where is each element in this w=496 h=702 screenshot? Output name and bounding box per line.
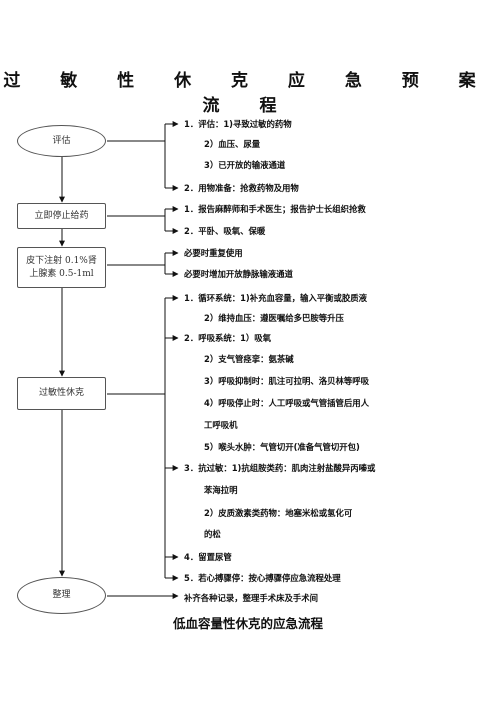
assess-item-4: 2．用物准备：抢救药物及用物 (184, 183, 299, 193)
node-assess-label: 评估 (52, 135, 71, 146)
inject-item-2: 必要时增加开放静脉输液通道 (184, 269, 293, 279)
shock-item-14: 5．若心搏骤停：按心搏骤停应急流程处理 (184, 573, 341, 583)
shock-item-4: 2）支气管痉挛：氨茶碱 (204, 354, 294, 364)
node-anaphylactic-shock: 过敏性休克 (17, 377, 106, 410)
shock-item-6: 4）呼吸停止时：人工呼吸或气管插管后用人 (204, 398, 369, 408)
shock-item-8: 5）喉头水肿：气管切开(准备气管切开包) (204, 442, 360, 452)
shock-item-3: 2．呼吸系统：1）吸氧 (184, 333, 272, 343)
shock-item-7: 工呼吸机 (204, 420, 238, 430)
node-inject-label-1: 皮下注射 0.1%肾 (26, 255, 97, 266)
node-assess: 评估 (17, 125, 106, 157)
node-shock-label: 过敏性休克 (38, 388, 84, 398)
assess-item-2: 2）血压、尿量 (204, 139, 261, 149)
organize-item-1: 补齐各种记录，整理手术床及手术间 (184, 593, 318, 603)
node-inject-label-2: 上腺素 0.5-1ml (29, 268, 94, 279)
node-organize: 整理 (17, 577, 106, 614)
stop-item-1: 1．报告麻醉师和手术医生；报告护士长组织抢救 (184, 204, 366, 214)
inject-item-1: 必要时重复使用 (184, 248, 243, 258)
node-stop-medication: 立即停止给药 (17, 203, 106, 229)
shock-item-10: 苯海拉明 (204, 485, 238, 495)
shock-item-5: 3）呼吸抑制时：肌注可拉明、洛贝林等呼吸 (204, 376, 369, 386)
node-inject-epinephrine: 皮下注射 0.1%肾 上腺素 0.5-1ml (17, 247, 106, 288)
shock-item-12: 的松 (204, 529, 221, 539)
shock-item-2: 2）维持血压：遵医嘱给多巴胺等升压 (204, 313, 344, 323)
node-organize-label: 整理 (52, 590, 71, 600)
page-title: 过 敏 性 休 克 应 急 预 案 流 程 (3, 71, 493, 116)
footer-title: 低血容量性休克的应急流程 (172, 616, 323, 631)
assess-item-1: 1．评估：1)寻致过敏的药物 (184, 119, 292, 129)
shock-item-13: 4．留置尿管 (184, 552, 232, 562)
assess-item-3: 3）已开放的输液通道 (204, 160, 286, 170)
shock-item-9: 3．抗过敏：1)抗组胺类药：肌肉注射盐酸异丙嗪或 (184, 463, 376, 473)
stop-item-2: 2．平卧、吸氧、保暖 (184, 226, 266, 236)
shock-item-11: 2）皮质激素类药物：地塞米松或氢化可 (204, 508, 353, 518)
shock-item-1: 1．循环系统：1)补充血容量，输入平衡或胶质液 (184, 293, 367, 303)
node-stop-label: 立即停止给药 (34, 210, 89, 221)
